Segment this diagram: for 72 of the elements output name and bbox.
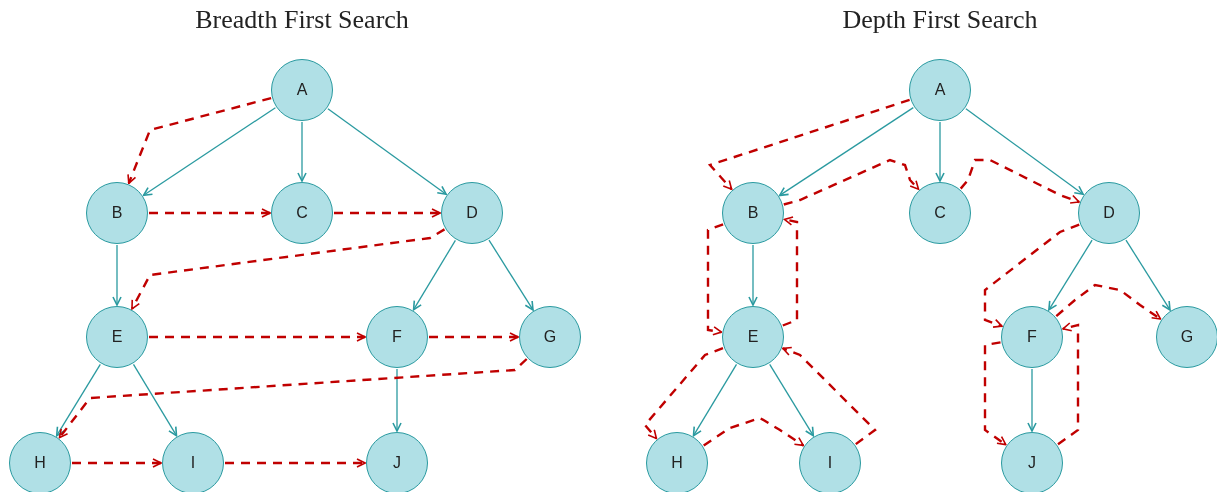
node-circle [909, 182, 971, 244]
traversal-arrow [130, 228, 446, 310]
node-label: F [1027, 328, 1037, 346]
node-circle [9, 432, 71, 492]
traversal-arrow [149, 332, 366, 342]
node-label: I [827, 454, 833, 472]
tree-edge-arrow [392, 368, 402, 432]
node-circle [1156, 306, 1217, 368]
tree-edge-arrow [488, 239, 534, 311]
node-label: C [934, 204, 946, 222]
node-circle [366, 432, 428, 492]
node-label: G [1180, 328, 1194, 346]
traversal-arrow [149, 208, 271, 218]
tree-edge-arrow [132, 363, 178, 437]
node-circle [722, 182, 784, 244]
traversal-arrow [983, 341, 1007, 446]
node-circle [1001, 432, 1063, 492]
tree-edge-arrow [769, 363, 815, 437]
tree-edge-arrow [778, 106, 914, 197]
traversal-arrow [1057, 322, 1080, 446]
tree-edge-arrow [297, 121, 307, 182]
tree-edge-arrow [748, 244, 758, 306]
tree-edge-arrow [327, 108, 447, 195]
node-circle [646, 432, 708, 492]
node-circle [799, 432, 861, 492]
traversal-arrow [983, 223, 1080, 328]
node-label: H [34, 454, 46, 472]
node-circle [1001, 306, 1063, 368]
node-label: G [543, 328, 557, 346]
traversal-arrow [783, 158, 920, 206]
traversal-arrow [429, 332, 519, 342]
traversal-arrow [334, 208, 441, 218]
traversal-arrow [643, 347, 724, 440]
tree-edge-arrow [692, 363, 738, 437]
node-label: F [392, 328, 402, 346]
node-label: D [1103, 204, 1115, 222]
panel-label: Depth First Search [842, 5, 1038, 35]
node-label: J [393, 454, 401, 472]
node-label: B [111, 204, 123, 222]
tree-edge-arrow [142, 107, 277, 197]
traversal-arrow [782, 346, 877, 446]
tree-edge-arrow [1027, 368, 1037, 432]
traversal-arrow [782, 216, 799, 327]
node-circle [519, 306, 581, 368]
node-label: A [934, 81, 946, 99]
tree-edge-arrow [412, 239, 457, 311]
tree-edge-arrow [935, 121, 945, 182]
node-circle [162, 432, 224, 492]
node-label: C [296, 204, 308, 222]
tree-edge-arrow [55, 363, 101, 437]
node-label: I [190, 454, 196, 472]
node-label: B [747, 204, 759, 222]
tree-edge-arrow [965, 108, 1084, 195]
node-label: E [747, 328, 759, 346]
traversal-arrow [72, 458, 162, 468]
tree-edge-arrow [112, 244, 122, 306]
node-label: E [111, 328, 123, 346]
tree-edge-arrow [1048, 239, 1093, 311]
traversal-arrow [1055, 283, 1162, 320]
traversal-arrow [959, 158, 1080, 204]
traversal-arrow [706, 223, 724, 336]
node-label: A [296, 81, 308, 99]
panel-label: Breadth First Search [195, 5, 409, 35]
traversal-arrow [707, 98, 910, 190]
tree-edge-arrow [1125, 239, 1171, 311]
traversal-arrow [127, 96, 272, 185]
traversal-arrow [703, 416, 805, 447]
node-label: H [671, 454, 683, 472]
traversal-arrow [225, 458, 366, 468]
traversal-arrow [58, 358, 528, 439]
node-label: J [1028, 454, 1036, 472]
node-label: D [466, 204, 478, 222]
